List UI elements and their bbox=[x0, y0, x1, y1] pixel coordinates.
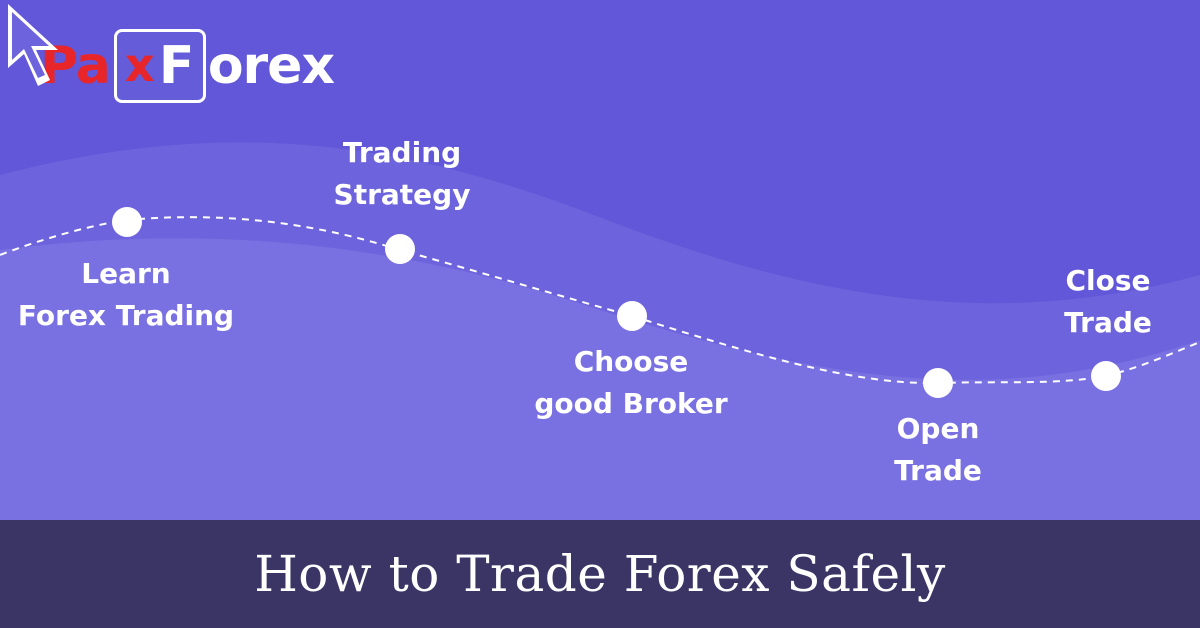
footer-banner: How to Trade Forex Safely bbox=[0, 520, 1200, 628]
step-dot-close bbox=[1091, 361, 1121, 391]
step-label-strategy: Trading Strategy bbox=[333, 136, 471, 211]
background-waves bbox=[0, 142, 1200, 520]
pointer-cursor-icon bbox=[8, 4, 58, 86]
hero-banner: Pa x F orex Learn Forex Trading Trading … bbox=[0, 4, 1200, 520]
step-dot-learn bbox=[112, 207, 142, 237]
step-dot-broker bbox=[617, 301, 647, 331]
step-dot-strategy bbox=[385, 234, 415, 264]
paxforex-logo[interactable]: Pa x F orex bbox=[40, 28, 335, 104]
step-label-close: Close Trade bbox=[1064, 264, 1152, 339]
page-title: How to Trade Forex Safely bbox=[254, 545, 946, 603]
logo-x-box: x F bbox=[113, 29, 206, 103]
step-label-broker: Choose good Broker bbox=[534, 345, 728, 420]
step-label-learn: Learn Forex Trading bbox=[17, 257, 235, 332]
logo-text-f: F bbox=[158, 36, 195, 96]
step-label-open: Open Trade bbox=[894, 412, 982, 487]
logo-text-orex: orex bbox=[207, 36, 335, 96]
logo-text-x: x bbox=[124, 38, 155, 92]
step-dot-open bbox=[923, 368, 953, 398]
